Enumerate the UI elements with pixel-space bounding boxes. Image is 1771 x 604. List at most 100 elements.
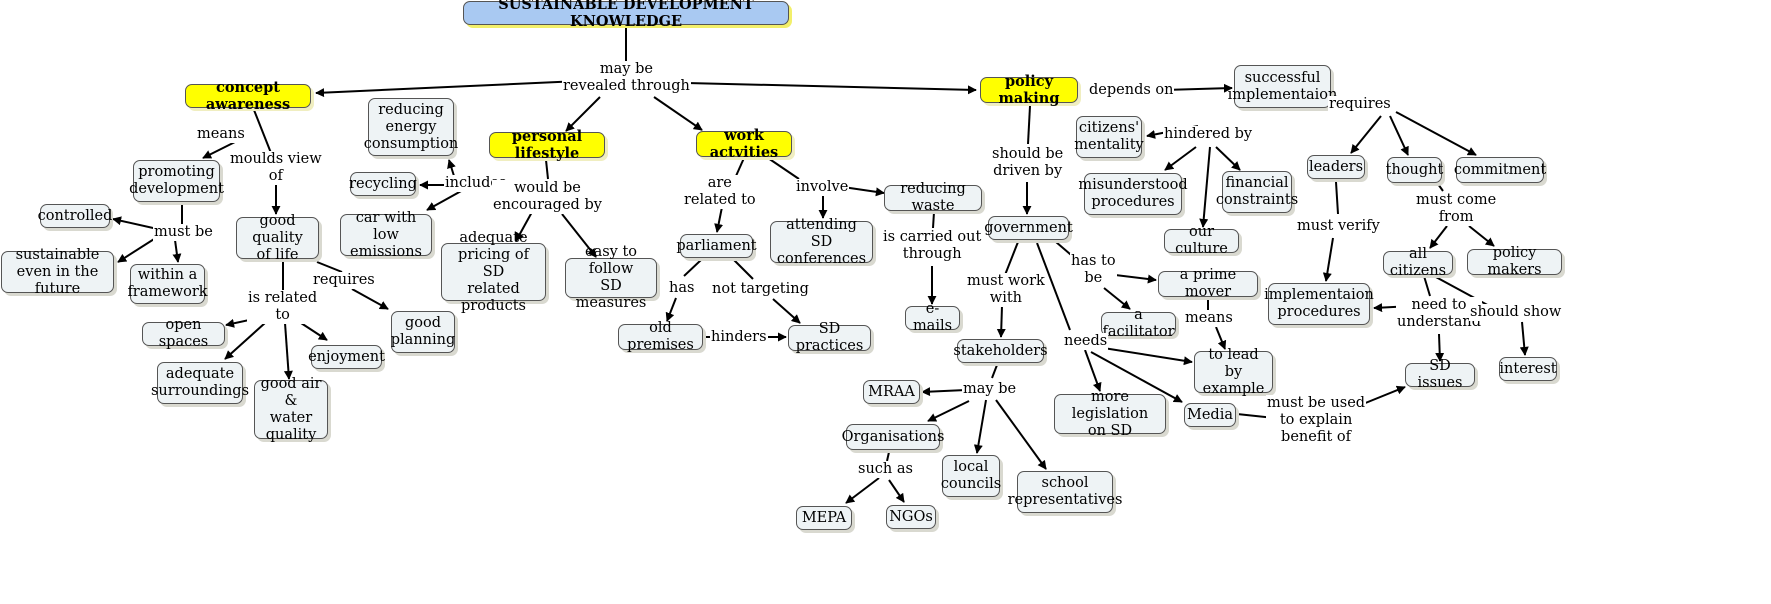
concept-enjoyment: enjoyment xyxy=(308,345,385,369)
connector-line xyxy=(1036,242,1071,331)
connector-line xyxy=(735,157,745,177)
connector-arrow xyxy=(1215,146,1241,171)
connector-arrow xyxy=(283,322,293,380)
concept-sd-issues: SD issues xyxy=(1405,358,1475,391)
connector-line xyxy=(316,261,343,273)
concept-our-culture: our culture xyxy=(1164,224,1239,257)
link-moulds-view-of: moulds view of xyxy=(229,151,323,185)
concept-commitment: commitment xyxy=(1454,157,1546,183)
connector-arrow xyxy=(995,399,1047,470)
connector-arrow xyxy=(921,387,967,397)
concept-policy-making: policy making xyxy=(980,73,1078,107)
connector-line xyxy=(1335,181,1339,215)
connector-arrow xyxy=(561,213,597,258)
concept-open-spaces: open spaces xyxy=(142,317,225,350)
link-would-be-encouraged-by: would be encouraged by xyxy=(492,180,603,214)
concept-interest: interest xyxy=(1499,357,1557,381)
connector-arrow xyxy=(172,239,182,263)
connector-arrow xyxy=(845,477,880,504)
concept-good-quality-life: good quality of life xyxy=(236,213,319,263)
concept-reducing-energy: reducing energy consumption xyxy=(364,98,458,156)
concept-ngos: NGOs xyxy=(886,505,936,529)
connector-arrow xyxy=(645,81,977,95)
concept-good-planning: good planning xyxy=(391,311,455,353)
connector-arrow xyxy=(565,96,601,132)
connector-arrow xyxy=(1096,346,1193,366)
concept-lead-by-example: to lead by example xyxy=(1194,347,1273,397)
connector-arrow xyxy=(1199,146,1211,228)
link-is-carried-out-through: is carried out through xyxy=(882,229,983,263)
link-must-be: must be xyxy=(153,224,214,241)
connector-arrow xyxy=(1395,111,1477,156)
concept-more-legislation: more legislation on SD xyxy=(1054,389,1166,439)
concept-organisations: Organisations xyxy=(842,424,944,450)
connector-arrow xyxy=(202,140,238,159)
concept-financial-constraints: financial constraints xyxy=(1216,171,1298,213)
connector-arrow xyxy=(1350,115,1382,154)
concept-policy-makers: policy makers xyxy=(1467,245,1562,278)
concept-facilitator: a facilitator xyxy=(1101,307,1176,340)
connector-arrow xyxy=(224,322,266,360)
link-hindered-by: hindered by xyxy=(1163,126,1254,143)
connector-arrow xyxy=(653,96,703,131)
link-means-pm: means xyxy=(1184,310,1234,327)
link-has-to-be: has to be xyxy=(1070,253,1117,287)
connector-line xyxy=(733,259,754,280)
concept-old-premises: old premises xyxy=(618,320,703,353)
concept-promoting-development: promoting development xyxy=(129,160,224,202)
connector-arrow xyxy=(1468,225,1495,247)
link-includes: includes xyxy=(444,175,508,192)
link-may-be: may be xyxy=(962,381,1018,398)
concept-successful-implementation: successful implementaion xyxy=(1228,65,1337,108)
link-requires-ca: requires xyxy=(312,272,376,289)
connector-arrow xyxy=(973,399,987,454)
connector-arrow xyxy=(842,186,885,197)
concept-concept-awareness: concept awareness xyxy=(185,79,311,113)
concept-recycling: recycling xyxy=(349,172,417,196)
map-title: SUSTAINABLE DEVELOPMENT KNOWLEDGE xyxy=(463,0,789,30)
connector-line xyxy=(545,159,549,180)
connector-arrow xyxy=(515,211,533,242)
connector-arrow xyxy=(1103,287,1131,310)
connector-arrow xyxy=(426,189,464,211)
connector-arrow xyxy=(772,298,801,324)
concept-citizens-mentality: citizens' mentality xyxy=(1074,116,1144,158)
concept-adequate-surroundings: adequate surroundings xyxy=(151,362,249,404)
connector-arrow xyxy=(1389,115,1409,156)
concept-misunderstood-procedures: misunderstood procedures xyxy=(1078,173,1188,215)
connector-arrow xyxy=(1429,225,1448,249)
concept-work-activities: work actvities xyxy=(696,127,792,161)
concept-easy-sd-measures: easy to follow SD measures xyxy=(565,244,657,311)
concept-implementation-procedures: implementaion procedures xyxy=(1264,283,1374,325)
connector-line xyxy=(1437,183,1444,192)
concept-stakeholders: stakeholders xyxy=(953,339,1048,363)
concept-attending-sd-conferences: attending SD conferences xyxy=(770,217,873,267)
connector-arrow xyxy=(1164,146,1197,171)
concept-mepa: MEPA xyxy=(796,506,852,530)
connector-arrow xyxy=(888,479,905,503)
concept-adequate-pricing: adequate pricing of SD related products xyxy=(441,230,546,314)
link-depends-on: depends on xyxy=(1088,82,1175,99)
connector-line xyxy=(1004,241,1019,276)
connector-arrow xyxy=(927,400,970,422)
link-must-work-with: must work with xyxy=(966,273,1046,307)
link-involve: involve xyxy=(795,179,850,196)
connector-arrow xyxy=(665,297,677,322)
connector-line xyxy=(932,211,935,229)
concept-mraa: MRAA xyxy=(863,380,920,404)
link-must-be-used-to-explain: must be used to explain benefit of xyxy=(1266,395,1367,446)
concept-leaders: leaders xyxy=(1307,155,1365,179)
concept-sustainable-future: sustainable even in the future xyxy=(1,247,114,297)
concept-prime-mover: a prime mover xyxy=(1158,267,1258,300)
connector-arrow xyxy=(1519,321,1529,356)
connector-arrow xyxy=(996,305,1006,338)
link-are-related-to: are related to xyxy=(683,175,757,209)
connector-arrow xyxy=(1322,237,1334,282)
link-requires-pm: requires xyxy=(1328,96,1392,113)
connector-line xyxy=(253,109,272,154)
concept-all-citizens: all citizens xyxy=(1383,246,1453,279)
connector-line xyxy=(1027,105,1031,145)
concept-government: government xyxy=(984,216,1073,240)
concept-good-air-water: good air & water quality xyxy=(254,376,328,443)
